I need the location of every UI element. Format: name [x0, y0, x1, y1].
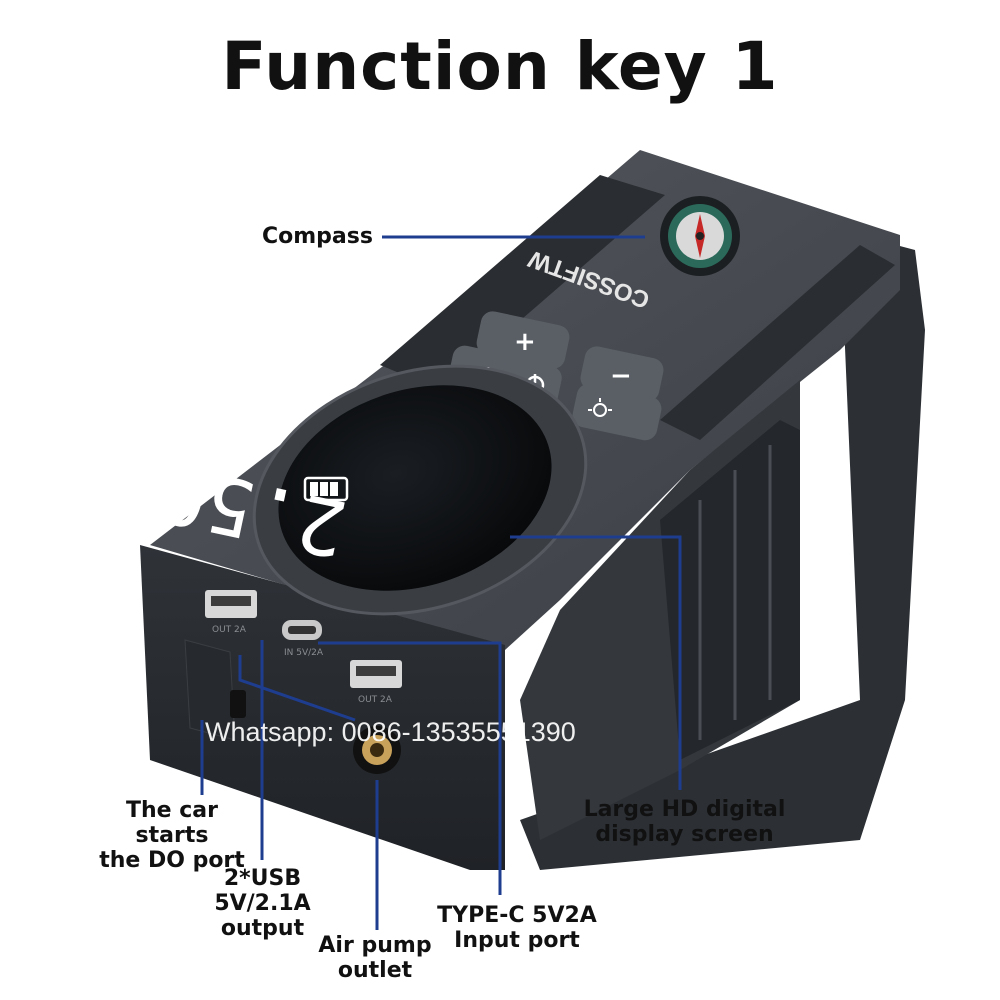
minus-button-label: −: [610, 361, 632, 391]
page-title: Function key 1: [221, 28, 779, 105]
callout-compass: Compass: [262, 224, 373, 249]
typec-line: [318, 641, 502, 895]
typec-label: IN 5V/2A: [284, 648, 324, 658]
usb1-label: OUT 2A: [212, 625, 247, 635]
air-pump-nozzle: [353, 726, 401, 774]
display-line: [510, 535, 682, 790]
watermark-text: Whatsapp: 0086-13535551390: [205, 717, 576, 747]
grille-upper: [380, 175, 665, 390]
usb2-label: OUT 2A: [358, 695, 393, 705]
compass-icon: [660, 196, 740, 276]
grille-right: [660, 245, 895, 440]
plus-button-label: +: [514, 327, 536, 357]
light-icon: [588, 398, 612, 417]
flap: [184, 639, 236, 741]
usb-line-b: [238, 655, 356, 722]
callout-lines: [200, 235, 682, 930]
display-screen: [278, 385, 552, 591]
port-panel: OUT 2A IN 5V/2A OUT 2A: [184, 590, 402, 774]
battery-icon: [303, 476, 349, 502]
